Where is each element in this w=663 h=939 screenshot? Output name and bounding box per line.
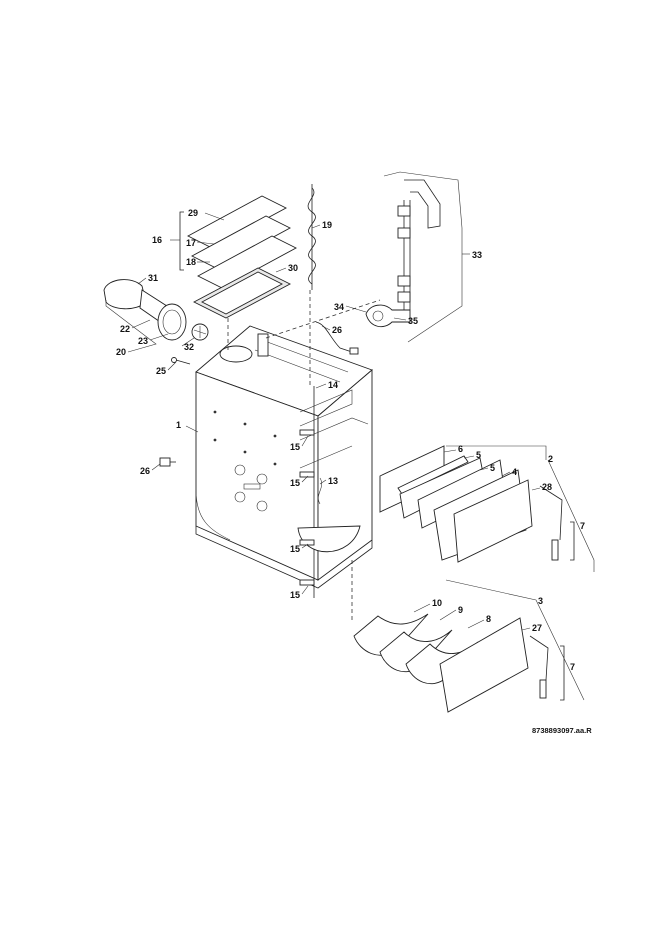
label-28: 28 [542,482,552,492]
label-13: 13 [328,476,338,486]
part-labels: 29 17 18 16 19 30 31 22 23 32 20 25 26 3… [116,208,592,735]
label-10: 10 [432,598,442,608]
label-15c: 15 [290,544,300,554]
label-35: 35 [408,316,418,326]
label-20: 20 [116,347,126,357]
small-parts [159,357,191,467]
label-17: 17 [186,238,196,248]
label-1: 1 [176,420,181,430]
label-2: 2 [548,454,553,464]
label-7b: 7 [570,662,575,672]
label-26: 26 [140,466,150,476]
label-16: 16 [152,235,162,245]
pipe-assembly [315,171,463,355]
label-5b: 5 [490,463,495,473]
label-5a: 5 [476,450,481,460]
label-14: 14 [328,380,338,390]
label-27: 27 [532,623,542,633]
label-33: 33 [472,250,482,260]
burner-assembly [103,279,209,341]
lower-channels-group-3 [353,613,565,713]
label-18: 18 [186,257,196,267]
exchanger-plates-group-2 [379,445,575,563]
label-15b: 15 [290,478,300,488]
label-29: 29 [188,208,198,218]
label-8: 8 [486,614,491,624]
label-23: 23 [138,336,148,346]
label-15d: 15 [290,590,300,600]
label-15a: 15 [290,442,300,452]
label-32: 32 [184,342,194,352]
boiler-housing [195,325,373,598]
label-22: 22 [120,324,130,334]
leader-lines [105,212,595,701]
label-34: 34 [334,302,344,312]
label-4: 4 [512,467,517,477]
label-24: 25 [156,366,166,376]
label-31: 31 [148,273,158,283]
label-25: 26 [332,325,342,335]
label-30: 30 [288,263,298,273]
label-9: 9 [458,605,463,615]
document-reference: 8738893097.aa.R [532,726,592,735]
top-cover-assembly [179,195,297,319]
label-7a: 7 [580,521,585,531]
spiral-baffle [307,184,316,290]
label-19: 19 [322,220,332,230]
label-3: 3 [538,596,543,606]
label-6: 6 [458,444,463,454]
